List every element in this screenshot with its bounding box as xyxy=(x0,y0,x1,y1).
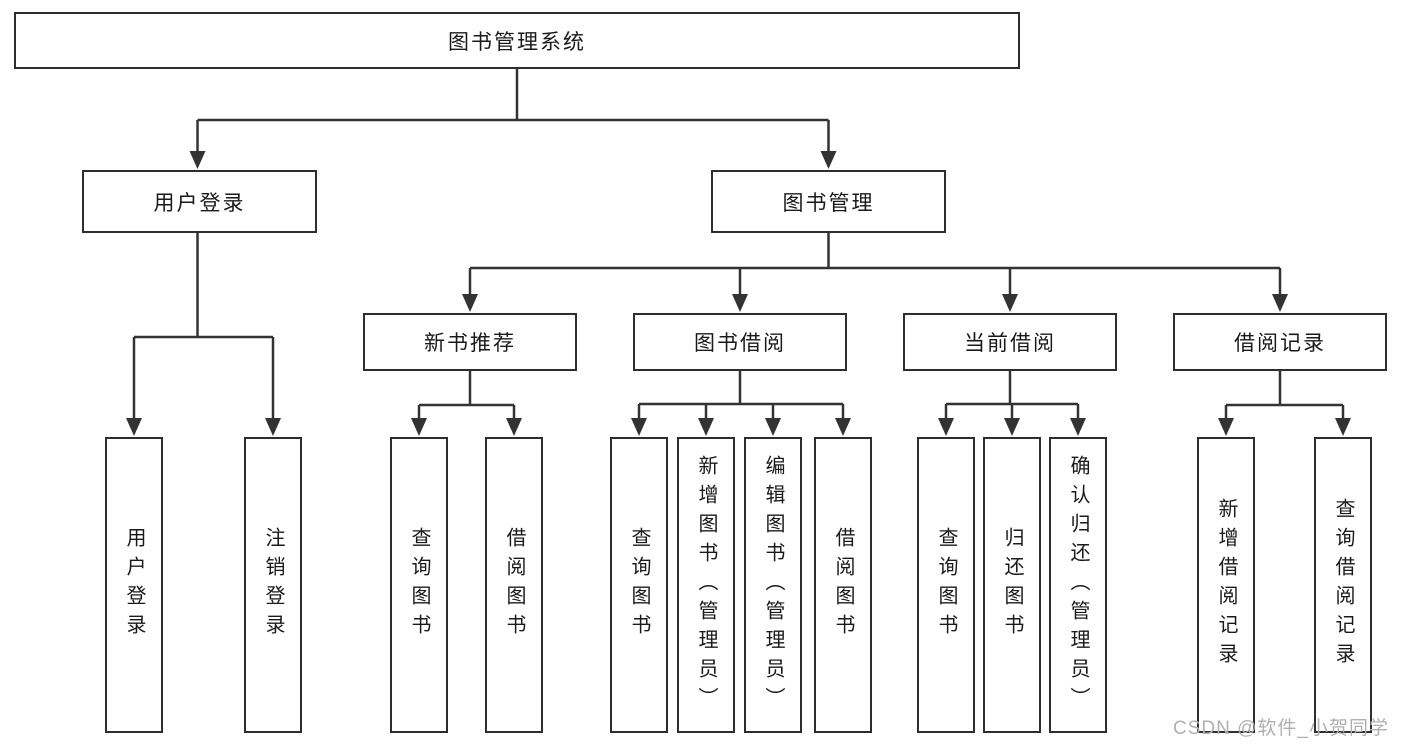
node-borrowing-records-label: 借阅记录 xyxy=(1234,332,1326,355)
leaf-records-add-borrow-record-label: 新增借阅记录 xyxy=(1215,498,1237,672)
leaf-recommend-query-books-label: 查询图书 xyxy=(408,527,430,643)
node-user-login: 用户登录 xyxy=(82,170,317,233)
leaf-borrowing-add-books-admin-label: 新增图书（管理员） xyxy=(695,454,717,716)
leaf-borrowing-edit-books-admin-label: 编辑图书（管理员） xyxy=(762,454,784,716)
leaf-borrowing-query-books-label: 查询图书 xyxy=(628,527,650,643)
leaf-current-query-books-label: 查询图书 xyxy=(935,527,957,643)
leaf-current-confirm-return-admin-label: 确认归还（管理员） xyxy=(1067,454,1089,716)
leaf-records-query-borrow-record: 查询借阅记录 xyxy=(1314,437,1372,733)
leaf-recommend-borrow-books-label: 借阅图书 xyxy=(503,527,525,643)
connector-bookmgmt-to-level3 xyxy=(468,233,1282,297)
node-book-borrowing: 图书借阅 xyxy=(633,313,847,371)
node-user-login-label: 用户登录 xyxy=(153,191,246,215)
connector-userlogin-to-leaves xyxy=(132,233,275,421)
leaf-borrowing-borrow-books-label: 借阅图书 xyxy=(832,527,854,643)
leaf-records-query-borrow-record-label: 查询借阅记录 xyxy=(1332,498,1354,672)
node-new-book-recommendation-label: 新书推荐 xyxy=(424,332,516,355)
node-book-management: 图书管理 xyxy=(711,170,946,233)
connector-current-to-leaves xyxy=(944,371,1080,421)
leaf-records-add-borrow-record: 新增借阅记录 xyxy=(1197,437,1255,733)
leaf-borrowing-query-books: 查询图书 xyxy=(610,437,668,733)
leaf-user-login-label: 用户登录 xyxy=(123,527,145,643)
node-borrowing-records: 借阅记录 xyxy=(1173,313,1387,371)
node-new-book-recommendation: 新书推荐 xyxy=(363,313,577,371)
leaf-borrowing-add-books-admin: 新增图书（管理员） xyxy=(677,437,735,733)
node-library-system: 图书管理系统 xyxy=(14,12,1020,69)
leaf-logout: 注销登录 xyxy=(244,437,302,733)
leaf-current-confirm-return-admin: 确认归还（管理员） xyxy=(1049,437,1107,733)
connector-root-to-level2 xyxy=(196,69,830,154)
leaf-current-return-books: 归还图书 xyxy=(983,437,1041,733)
leaf-current-query-books: 查询图书 xyxy=(917,437,975,733)
leaf-recommend-borrow-books: 借阅图书 xyxy=(485,437,543,733)
node-current-borrowing-label: 当前借阅 xyxy=(964,332,1056,355)
node-current-borrowing: 当前借阅 xyxy=(903,313,1117,371)
connector-records-to-leaves xyxy=(1224,371,1345,421)
leaf-recommend-query-books: 查询图书 xyxy=(390,437,448,733)
node-book-borrowing-label: 图书借阅 xyxy=(694,332,786,355)
leaf-logout-label: 注销登录 xyxy=(262,527,284,643)
leaf-borrowing-borrow-books: 借阅图书 xyxy=(814,437,872,733)
leaf-current-return-books-label: 归还图书 xyxy=(1001,527,1023,643)
connector-borrowing-to-leaves xyxy=(637,371,845,421)
leaf-borrowing-edit-books-admin: 编辑图书（管理员） xyxy=(744,437,802,733)
node-book-management-label: 图书管理 xyxy=(782,191,875,215)
node-library-system-label: 图书管理系统 xyxy=(448,30,586,54)
leaf-user-login: 用户登录 xyxy=(105,437,163,733)
connector-recommend-to-leaves xyxy=(417,371,516,421)
